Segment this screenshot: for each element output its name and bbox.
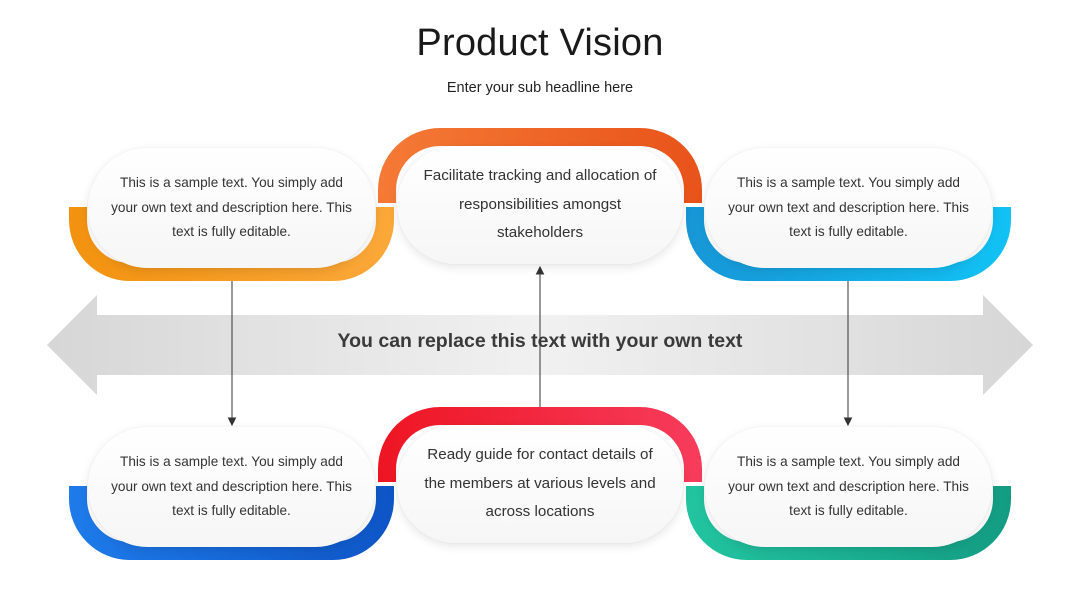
text-box-bottom-right-text: This is a sample text. You simply add yo… — [728, 454, 969, 519]
text-box-top-left: This is a sample text. You simply add yo… — [88, 148, 375, 268]
text-box-bottom-left-text: This is a sample text. You simply add yo… — [111, 454, 352, 519]
text-box-top-center: Facilitate tracking and allocation of re… — [397, 146, 683, 264]
text-box-top-center-text: Facilitate tracking and allocation of re… — [423, 167, 657, 242]
text-box-top-left-text: This is a sample text. You simply add yo… — [111, 175, 352, 240]
text-box-top-right-text: This is a sample text. You simply add yo… — [728, 175, 969, 240]
page-title: Product Vision — [416, 22, 664, 64]
band-top-center — [378, 128, 702, 203]
band-bottom-center — [378, 407, 702, 482]
text-box-bottom-right: This is a sample text. You simply add yo… — [705, 427, 992, 547]
page-subtitle: Enter your sub headline here — [446, 80, 634, 96]
text-box-bottom-left: This is a sample text. You simply add yo… — [88, 427, 375, 547]
arrow-label: You can replace this text with your own … — [337, 330, 743, 352]
text-box-top-right: This is a sample text. You simply add yo… — [705, 148, 992, 268]
text-box-bottom-center-text: Ready guide for contact details of the m… — [424, 446, 656, 521]
text-box-bottom-center: Ready guide for contact details of the m… — [397, 425, 683, 543]
